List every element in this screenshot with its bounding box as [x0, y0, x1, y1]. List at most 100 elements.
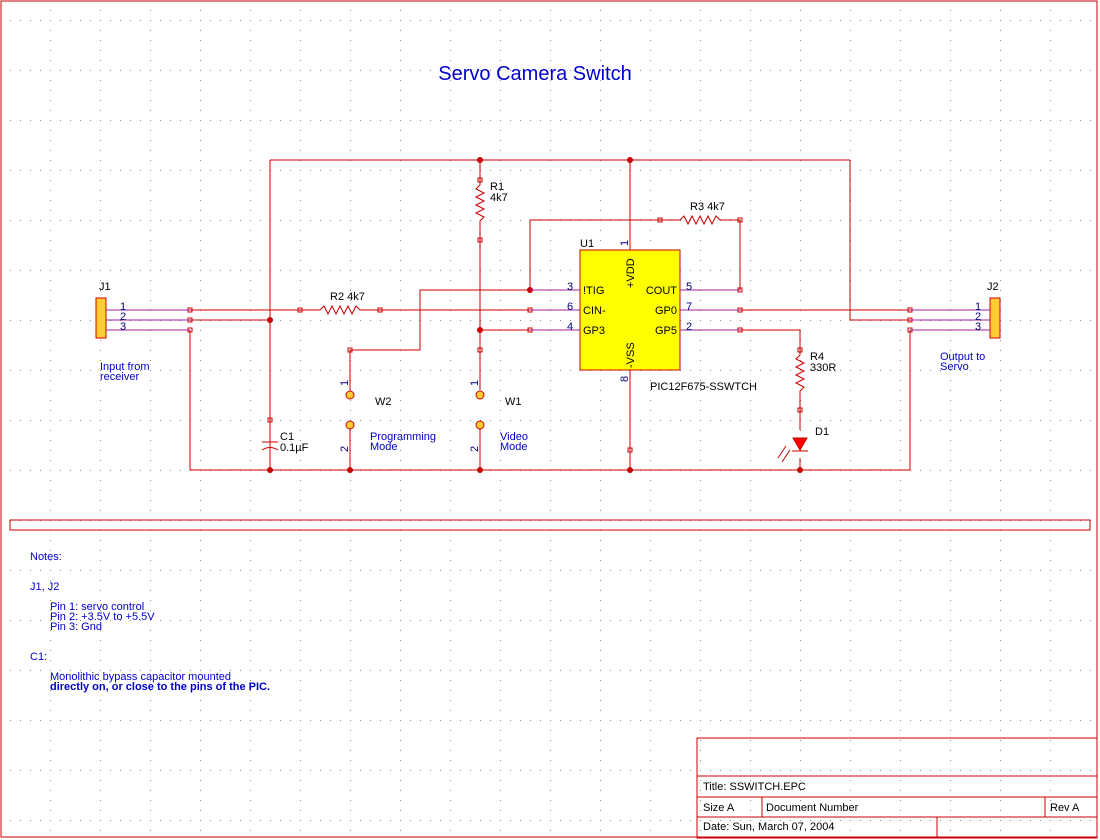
- wire-r3-path: [529, 219, 660, 290]
- ic-pin-number: 1: [619, 240, 631, 246]
- resistor-r4-symbol: [794, 350, 806, 410]
- ic-pin-name: !TIG: [583, 285, 604, 297]
- jumper-w2-pin-1: 1: [339, 380, 351, 386]
- ic-pin-number: 4: [567, 321, 573, 333]
- ic-pin-name: GP0: [655, 305, 677, 317]
- jumper-w2: W2 1 2 Programming Mode: [339, 380, 436, 453]
- notes-section: Notes: J1, J2 Pin 1: servo control Pin 2…: [30, 551, 270, 693]
- resistor-r3-symbol: [660, 214, 740, 226]
- jumper-w1-pin: [475, 390, 485, 400]
- capacitor-c1: C1 0.1µF: [261, 431, 309, 470]
- connector-j2-pin-3: 3: [975, 321, 981, 333]
- ic-pin-number: 8: [619, 376, 631, 382]
- connector-j2-ref: J2: [987, 281, 999, 293]
- jumper-w2-pin: [345, 390, 355, 400]
- jumper-w1-pin-1: 1: [469, 380, 481, 386]
- jumper-w1-pin-2: 2: [469, 446, 481, 452]
- title-block-title: Title: SSWITCH.EPC: [703, 781, 806, 793]
- jumper-w1-caption: Mode: [500, 441, 528, 453]
- notes-j-heading: J1, J2: [30, 581, 59, 593]
- resistor-r3: R3 4k7: [660, 201, 740, 226]
- title-block: Title: SSWITCH.EPC Size A Document Numbe…: [696, 737, 1098, 839]
- connector-j1-pin-1: 1: [120, 301, 126, 313]
- grid-dots: [10, 10, 1091, 831]
- title-block-date: Date: Sun, March 07, 2004: [703, 821, 834, 833]
- resistor-r2: R2 4k7: [300, 291, 380, 316]
- notes-line: Pin 2: +3.5V to +5.5V: [50, 611, 155, 623]
- jumper-w2-pin-2: 2: [339, 446, 351, 452]
- title-block-size: Size A: [703, 802, 735, 814]
- wire-r3-to-cout: [680, 220, 741, 291]
- wire-tig-to-w2: [349, 289, 530, 390]
- notes-heading: Notes:: [30, 551, 62, 563]
- junction-dot: [797, 467, 803, 473]
- jumper-w2-caption: Mode: [370, 441, 398, 453]
- resistor-r1-symbol: [474, 180, 486, 240]
- ic-u1-part: PIC12F675-SSWTCH: [650, 381, 757, 393]
- notes-c-heading: C1:: [30, 651, 47, 663]
- junctions: [267, 157, 803, 473]
- resistor-r2-label: R2 4k7: [330, 291, 365, 303]
- ic-pin-name: GP3: [583, 325, 605, 337]
- ic-pin-name: CIN-: [583, 305, 606, 317]
- ic-pin-number: 6: [567, 301, 573, 313]
- title-block-doc-number: Document Number: [766, 802, 859, 814]
- notes-line: Pin 3: Gnd: [50, 621, 102, 633]
- resistor-r4-ref: R4: [810, 351, 824, 363]
- resistor-r3-label: R3 4k7: [690, 201, 725, 213]
- wires: [189, 159, 911, 471]
- led-d1-symbol: [792, 437, 808, 451]
- resistor-r1-value: 4k7: [490, 192, 508, 204]
- connector-j2-pin-1: 1: [975, 301, 981, 313]
- connector-j2-caption: Servo: [940, 361, 969, 373]
- connector-j1-caption: receiver: [100, 371, 139, 383]
- connector-j1-body: [95, 297, 107, 339]
- connector-j2-caption: Output to: [940, 351, 985, 363]
- title-block-rev: Rev A: [1050, 802, 1080, 814]
- connector-j1-caption: Input from: [100, 361, 150, 373]
- junction-dot: [477, 467, 483, 473]
- connector-j1-pin-2: 2: [120, 311, 126, 323]
- connector-j2-pin-2: 2: [975, 311, 981, 323]
- ic-u1: U1 PIC12F675-SSWTCH 3 !TIG 6 CIN- 4 GP3 …: [530, 238, 757, 393]
- resistor-r4-value: 330R: [810, 362, 836, 374]
- ic-pin-name: GP5: [655, 325, 677, 337]
- notes-line: Pin 1: servo control: [50, 601, 144, 613]
- junction-dot: [347, 467, 353, 473]
- jumper-w1-caption: Video: [500, 431, 528, 443]
- connector-j2-body: [989, 297, 1001, 339]
- resistor-r4: R4 330R: [794, 350, 836, 410]
- ic-u1-body: [579, 249, 681, 371]
- ic-u1-ref: U1: [580, 238, 594, 250]
- jumper-w1-pin: [475, 420, 485, 430]
- connector-j1-pin-3: 3: [120, 321, 126, 333]
- diagram-title: Servo Camera Switch: [438, 63, 631, 85]
- notes-line: directly on, or close to the pins of the…: [50, 681, 270, 693]
- ic-pin-name: -VSS: [625, 342, 637, 368]
- ic-pin-name: +VDD: [625, 258, 637, 288]
- connector-j2: J2 1 2 3 Output to Servo: [910, 281, 1001, 373]
- capacitor-c1-value: 0.1µF: [280, 442, 309, 454]
- capacitor-c1-ref: C1: [280, 431, 294, 443]
- notes-line: Monolithic bypass capacitor mounted: [50, 671, 231, 683]
- jumper-w2-pin: [345, 420, 355, 430]
- ic-pin-number: 2: [686, 321, 692, 333]
- junction-dot: [627, 467, 633, 473]
- wire-gp5-to-r4: [680, 329, 801, 350]
- resistor-r2-symbol: [300, 304, 380, 316]
- connector-j1: J1 1 2 3 Input from receiver: [95, 281, 190, 383]
- junction-dot: [477, 327, 483, 333]
- led-d1: D1: [777, 426, 829, 463]
- ic-pin-number: 5: [686, 281, 692, 293]
- led-d1-ref: D1: [815, 426, 829, 438]
- resistor-r1-ref: R1: [490, 181, 504, 193]
- jumper-w1-ref: W1: [505, 396, 522, 408]
- resistor-r1: R1 4k7: [474, 180, 508, 240]
- jumper-w1: W1 1 2 Video Mode: [469, 380, 528, 453]
- jumper-w2-caption: Programming: [370, 431, 436, 443]
- junction-dot: [627, 157, 633, 163]
- junction-dot: [267, 317, 273, 323]
- connector-j1-ref: J1: [99, 281, 111, 293]
